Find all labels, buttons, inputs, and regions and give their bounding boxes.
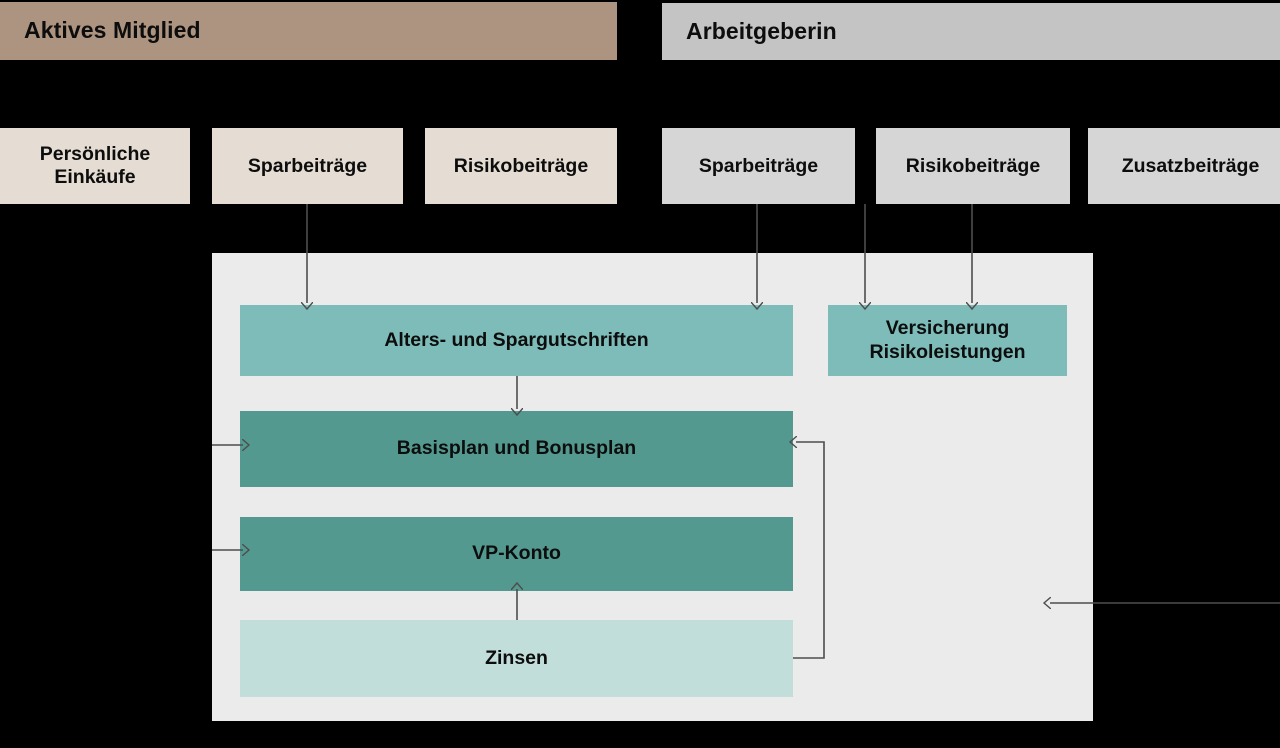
account-box-alters-und-spargutschriften: Alters- und Spargutschriften [240, 305, 793, 376]
accounts-panel: Alters- und Spargutschriften Basisplan u… [212, 253, 1093, 721]
group-header-arbeitgeberin: Arbeitgeberin [662, 3, 1280, 60]
contribution-box-employer-sparbeitraege: Sparbeiträge [662, 128, 855, 204]
group-header-aktives-mitglied: Aktives Mitglied [0, 2, 617, 60]
account-box-vp-konto: VP-Konto [240, 517, 793, 591]
group-header-label: Arbeitgeberin [686, 17, 837, 44]
contribution-label: Sparbeiträge [698, 154, 819, 177]
account-label: VP-Konto [472, 542, 561, 565]
contribution-label: Sparbeiträge [247, 154, 368, 177]
group-header-label: Aktives Mitglied [24, 17, 201, 44]
contribution-box-member-sparbeitraege: Sparbeiträge [212, 128, 403, 204]
contribution-box-member-risikobeitraege: Risikobeiträge [425, 128, 617, 204]
account-label-wrapper: Versicherung Risikoleistungen [869, 317, 1025, 364]
contribution-label: Zusatzbeiträge [1121, 154, 1260, 177]
account-box-zinsen: Zinsen [240, 620, 793, 697]
account-box-versicherung-risikoleistungen: Versicherung Risikoleistungen [828, 305, 1067, 376]
account-box-basisplan-und-bonusplan: Basisplan und Bonusplan [240, 411, 793, 487]
contribution-label: Risikobeiträge [453, 154, 589, 177]
contribution-box-persoenliche-einkaeufe: Persönliche Einkäufe [0, 128, 190, 204]
contribution-box-employer-risikobeitraege: Risikobeiträge [876, 128, 1070, 204]
contribution-label: Persönliche Einkäufe [39, 143, 151, 188]
account-label: Basisplan und Bonusplan [396, 437, 637, 460]
account-label: Zinsen [485, 646, 548, 669]
account-label-line2: Risikoleistungen [869, 340, 1026, 363]
account-label: Alters- und Spargutschriften [384, 328, 649, 351]
contribution-label: Risikobeiträge [905, 154, 1041, 177]
account-label-line1: Versicherung [885, 317, 1010, 340]
contribution-box-employer-zusatzbeitraege: Zusatzbeiträge [1088, 128, 1280, 204]
